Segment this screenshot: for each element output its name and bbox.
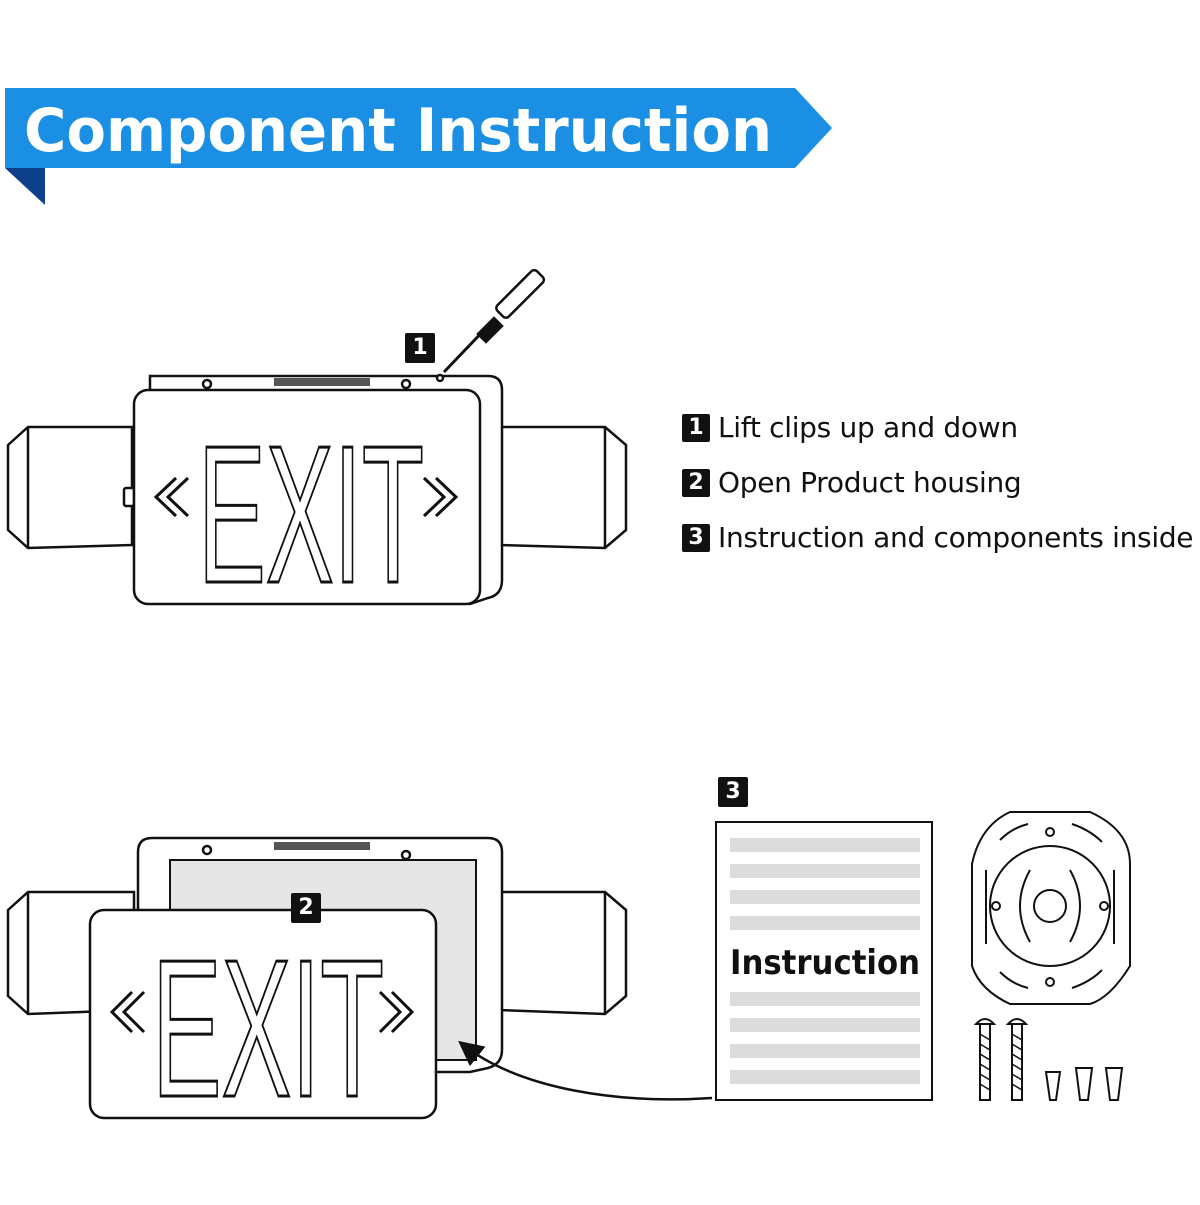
manual-lines <box>730 838 920 1084</box>
step-item: 2 Open Product housing <box>682 455 1198 510</box>
step-item: 3 Instruction and components inside <box>682 510 1198 565</box>
chevron-left-icon <box>153 476 190 518</box>
arrow-icon <box>458 1040 713 1101</box>
lamp-head-right <box>488 425 628 550</box>
callout-badge-3: 3 <box>718 777 748 807</box>
screw-icon <box>1005 1018 1029 1101</box>
mounting-plate-icon <box>971 811 1131 1005</box>
exit-fixture-top: EXIT <box>6 373 628 626</box>
banner-title: Component Instruction <box>24 96 772 166</box>
screwdriver-icon <box>442 268 546 374</box>
callout-badge-2: 2 <box>291 893 321 923</box>
exit-word-top: EXIT <box>198 405 424 624</box>
manual-label: Instruction <box>730 943 920 983</box>
lamp-head-left <box>6 425 136 550</box>
screw-icon <box>973 1018 997 1101</box>
wire-nut-icon <box>1044 1067 1124 1101</box>
exit-fixture-bottom: EXIT <box>6 836 628 1140</box>
step-number-badge: 3 <box>682 523 710 552</box>
chevron-left-icon <box>109 990 146 1034</box>
title-banner: Component Instruction <box>5 88 832 205</box>
step-list: 1 Lift clips up and down 2 Open Product … <box>682 400 1198 565</box>
step-item: 1 Lift clips up and down <box>682 400 1198 455</box>
exit-face-bottom <box>88 908 438 1120</box>
step-text: Lift clips up and down <box>718 411 1018 444</box>
callout-badge-1: 1 <box>405 333 435 363</box>
step-number-badge: 2 <box>682 468 710 497</box>
step-number-badge: 1 <box>682 413 710 442</box>
instruction-manual: Instruction <box>715 821 933 1101</box>
exit-word-bottom: EXIT <box>152 919 384 1138</box>
exit-face-top <box>132 388 482 606</box>
chevron-right-icon <box>422 476 459 518</box>
step-text: Instruction and components inside <box>718 521 1194 554</box>
lamp-head-right-open <box>488 890 628 1016</box>
step-text: Open Product housing <box>718 466 1022 499</box>
chevron-right-icon <box>378 990 415 1034</box>
